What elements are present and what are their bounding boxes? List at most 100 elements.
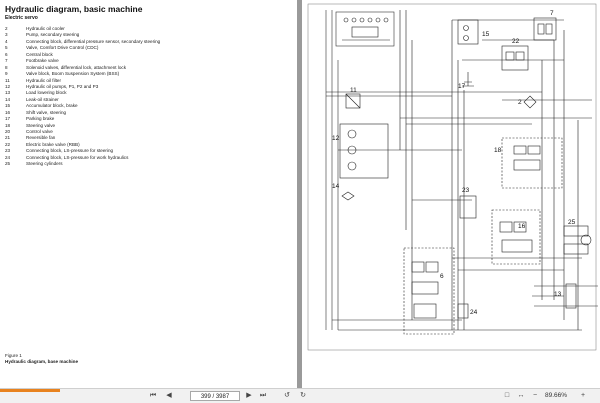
zoom-out-icon[interactable]: − — [532, 392, 538, 399]
legend-number: 4 — [5, 38, 8, 44]
legend-number: 18 — [5, 122, 11, 128]
page-subtitle: Electric servo — [5, 15, 38, 21]
legend-text: Steering valve — [26, 122, 56, 128]
hydraulic-line — [326, 91, 592, 151]
legend-number: 17 — [5, 116, 11, 122]
hydraulic-line — [332, 199, 582, 331]
inset-block — [351, 26, 379, 38]
next-page-icon[interactable]: ▶ — [246, 392, 252, 399]
legend-number: 16 — [5, 109, 11, 115]
legend-text: Hydraulic oil pumps, P1, P2 and P3 — [26, 83, 99, 89]
legend-number: 20 — [5, 129, 11, 134]
legend-text: Connecting block, LS-pressure for steeri… — [26, 148, 114, 154]
callout-2: 2 — [518, 99, 522, 106]
legend-text: Central block — [26, 51, 53, 57]
valve-symbol — [411, 261, 425, 273]
callout-25: 25 — [568, 219, 576, 226]
callout-7: 7 — [550, 10, 554, 17]
pump-group — [339, 123, 389, 179]
back-icon[interactable]: ↺ — [284, 392, 290, 399]
ls-work-block — [457, 303, 469, 319]
callout-22: 22 — [512, 38, 520, 45]
figure-title: Hydraulic diagram, base machine — [5, 359, 79, 364]
valve-symbol — [545, 23, 553, 35]
first-page-icon[interactable]: ⏮ — [149, 392, 157, 399]
legend-text: Valve block, Boom Suspension System (BSS… — [26, 71, 120, 77]
valve-symbol — [515, 51, 525, 61]
legend-number: 5 — [5, 45, 8, 51]
forward-icon[interactable]: ↻ — [300, 392, 306, 399]
last-page-icon[interactable]: ⏭ — [259, 392, 267, 399]
callout-12: 12 — [332, 135, 340, 142]
callout-18: 18 — [494, 147, 502, 154]
previous-page-icon[interactable]: ◀ — [166, 392, 172, 399]
legend-item: 12 Hydraulic oil pumps, P1, P2 and P3 — [5, 84, 160, 90]
legend-number: 15 — [5, 103, 11, 109]
legend-text: Connecting block, differential pressure … — [26, 38, 161, 44]
brake-valve-block — [501, 45, 529, 71]
steering-valve-block — [501, 137, 563, 189]
valve-symbol — [513, 145, 527, 155]
legend-number: 13 — [5, 90, 11, 96]
accumulator-block — [457, 19, 479, 45]
valve-symbol — [513, 159, 541, 171]
document-viewer[interactable]: Hydraulic diagram, basic machine Electri… — [0, 0, 600, 388]
load-lowering-block — [565, 283, 577, 309]
diagram-frame — [307, 3, 597, 351]
inset-circle — [375, 17, 381, 23]
legend-text: Control valve — [26, 129, 53, 134]
legend-text: Valve, Comfort Drive Control (CDC) — [26, 45, 99, 51]
steering-cylinder — [563, 225, 589, 237]
callout-24: 24 — [470, 309, 478, 316]
central-block — [403, 247, 455, 335]
legend-number: 12 — [5, 83, 11, 89]
figure-caption: Figure 1 Hydraulic diagram, base machine — [5, 353, 78, 365]
legend-number: 9 — [5, 71, 8, 77]
valve-symbol — [527, 145, 541, 155]
legend-text: Accumulator block, brake — [26, 103, 78, 109]
legend-number: 21 — [5, 135, 11, 141]
pump-symbol — [347, 161, 357, 171]
legend-item: 4 Connecting block, differential pressure… — [5, 39, 160, 45]
legend-text: Pump, secondary steering — [26, 32, 80, 38]
valve-symbol — [513, 221, 527, 233]
legend-item: 18 Steering valve — [5, 123, 160, 129]
legend-number: 2 — [5, 26, 8, 31]
valve-symbol — [501, 239, 533, 253]
strainer-symbol — [341, 191, 355, 201]
fit-width-icon[interactable]: ↔ — [517, 392, 525, 399]
inset-circle — [343, 17, 349, 23]
callout-17: 17 — [458, 83, 466, 90]
page-title: Hydraulic diagram, basic machine — [5, 4, 143, 14]
zoom-level[interactable]: 89.66% — [545, 392, 568, 399]
callout-15: 15 — [482, 31, 490, 38]
valve-symbol — [537, 23, 545, 35]
legend-number: 22 — [5, 141, 11, 147]
hydraulic-line — [451, 20, 465, 330]
hydraulic-line — [541, 30, 579, 330]
footbrake-valve-block — [533, 17, 557, 41]
page-number-field[interactable]: 399 / 3987 — [190, 391, 240, 401]
legend-number: 8 — [5, 64, 8, 70]
accumulator-symbol — [463, 25, 469, 31]
zoom-in-icon[interactable]: + — [580, 392, 586, 399]
legend-text: Shift valve, steering — [26, 109, 67, 115]
legend-text: Reversible fan — [26, 135, 56, 141]
parking-brake-symbol — [462, 72, 474, 87]
fit-page-icon[interactable]: □ — [504, 392, 510, 399]
valve-symbol — [411, 281, 439, 295]
legend-text: Electric brake valve (RBB) — [26, 141, 80, 147]
callout-14: 14 — [332, 183, 340, 190]
oil-cooler-symbol — [523, 95, 537, 109]
inset-circle — [359, 17, 365, 23]
legend-item: 16 Shift valve, steering — [5, 110, 160, 116]
